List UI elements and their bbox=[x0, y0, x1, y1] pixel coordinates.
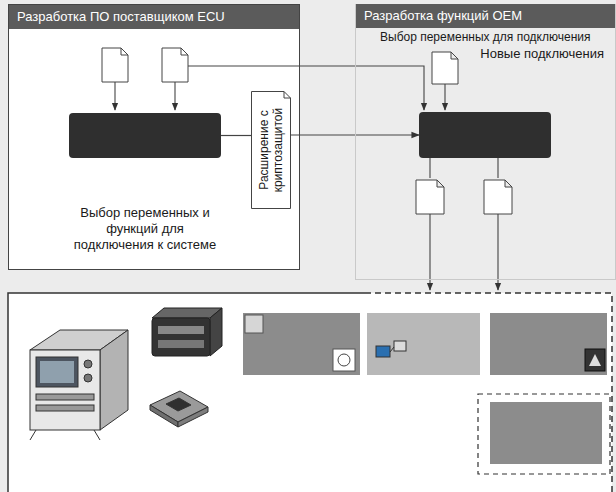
flow-arrow bbox=[174, 82, 175, 110]
flow-arrow bbox=[429, 214, 430, 290]
panel-ground bbox=[8, 293, 612, 492]
block-icon bbox=[394, 341, 406, 351]
new-block-frame bbox=[478, 394, 610, 474]
block-icon bbox=[245, 315, 263, 333]
document-box: Расширение с криптозащитой bbox=[251, 91, 291, 209]
block-icon bbox=[376, 346, 390, 357]
document-icon bbox=[432, 52, 458, 84]
function-block bbox=[490, 313, 607, 375]
flow-arrows bbox=[115, 66, 498, 290]
block-icon bbox=[585, 349, 605, 371]
panel-header: Разработка функций OEM bbox=[356, 4, 615, 28]
connector bbox=[221, 135, 251, 136]
ecu-unit bbox=[152, 308, 222, 356]
block-icon bbox=[589, 354, 601, 366]
panel-border bbox=[8, 293, 365, 492]
function-block bbox=[367, 313, 480, 375]
flow-line bbox=[429, 158, 430, 178]
flow-arrow bbox=[444, 84, 445, 110]
flow-arrow bbox=[497, 214, 498, 290]
function-block bbox=[490, 402, 602, 464]
process-box: Новые подключения bbox=[419, 46, 604, 158]
panel-ground bbox=[8, 28, 300, 270]
process-shape bbox=[69, 113, 221, 158]
block-icon bbox=[338, 354, 350, 366]
flow-arrow bbox=[114, 82, 115, 110]
document-icon bbox=[102, 48, 128, 82]
function-block bbox=[243, 313, 360, 375]
box-caption: Новые подключения bbox=[419, 46, 604, 62]
flow-arrow bbox=[188, 66, 424, 110]
panel-border bbox=[365, 293, 612, 492]
document-icon bbox=[416, 180, 444, 214]
system-panel bbox=[8, 293, 612, 492]
measurement-instrument bbox=[30, 330, 128, 440]
block-icon bbox=[390, 347, 394, 352]
panel-header: Разработка ПО поставщиком ECU bbox=[9, 5, 299, 29]
oem-panel: Разработка функций OEM Новые подключения bbox=[355, 4, 616, 280]
note-label: Выбор переменных для подключения bbox=[380, 30, 590, 44]
process-shape bbox=[419, 112, 551, 158]
process-box: Выбор переменных и функций для подключен… bbox=[59, 113, 231, 253]
block-icon bbox=[333, 349, 355, 371]
document-icon bbox=[162, 48, 188, 82]
box-caption: Выбор переменных и функций для подключен… bbox=[69, 205, 221, 253]
document-text: Расширение с криптозащитой bbox=[257, 100, 285, 200]
control-board bbox=[150, 391, 208, 427]
function-blocks bbox=[243, 313, 610, 474]
document-icon bbox=[484, 180, 512, 214]
flow-line bbox=[497, 158, 498, 178]
